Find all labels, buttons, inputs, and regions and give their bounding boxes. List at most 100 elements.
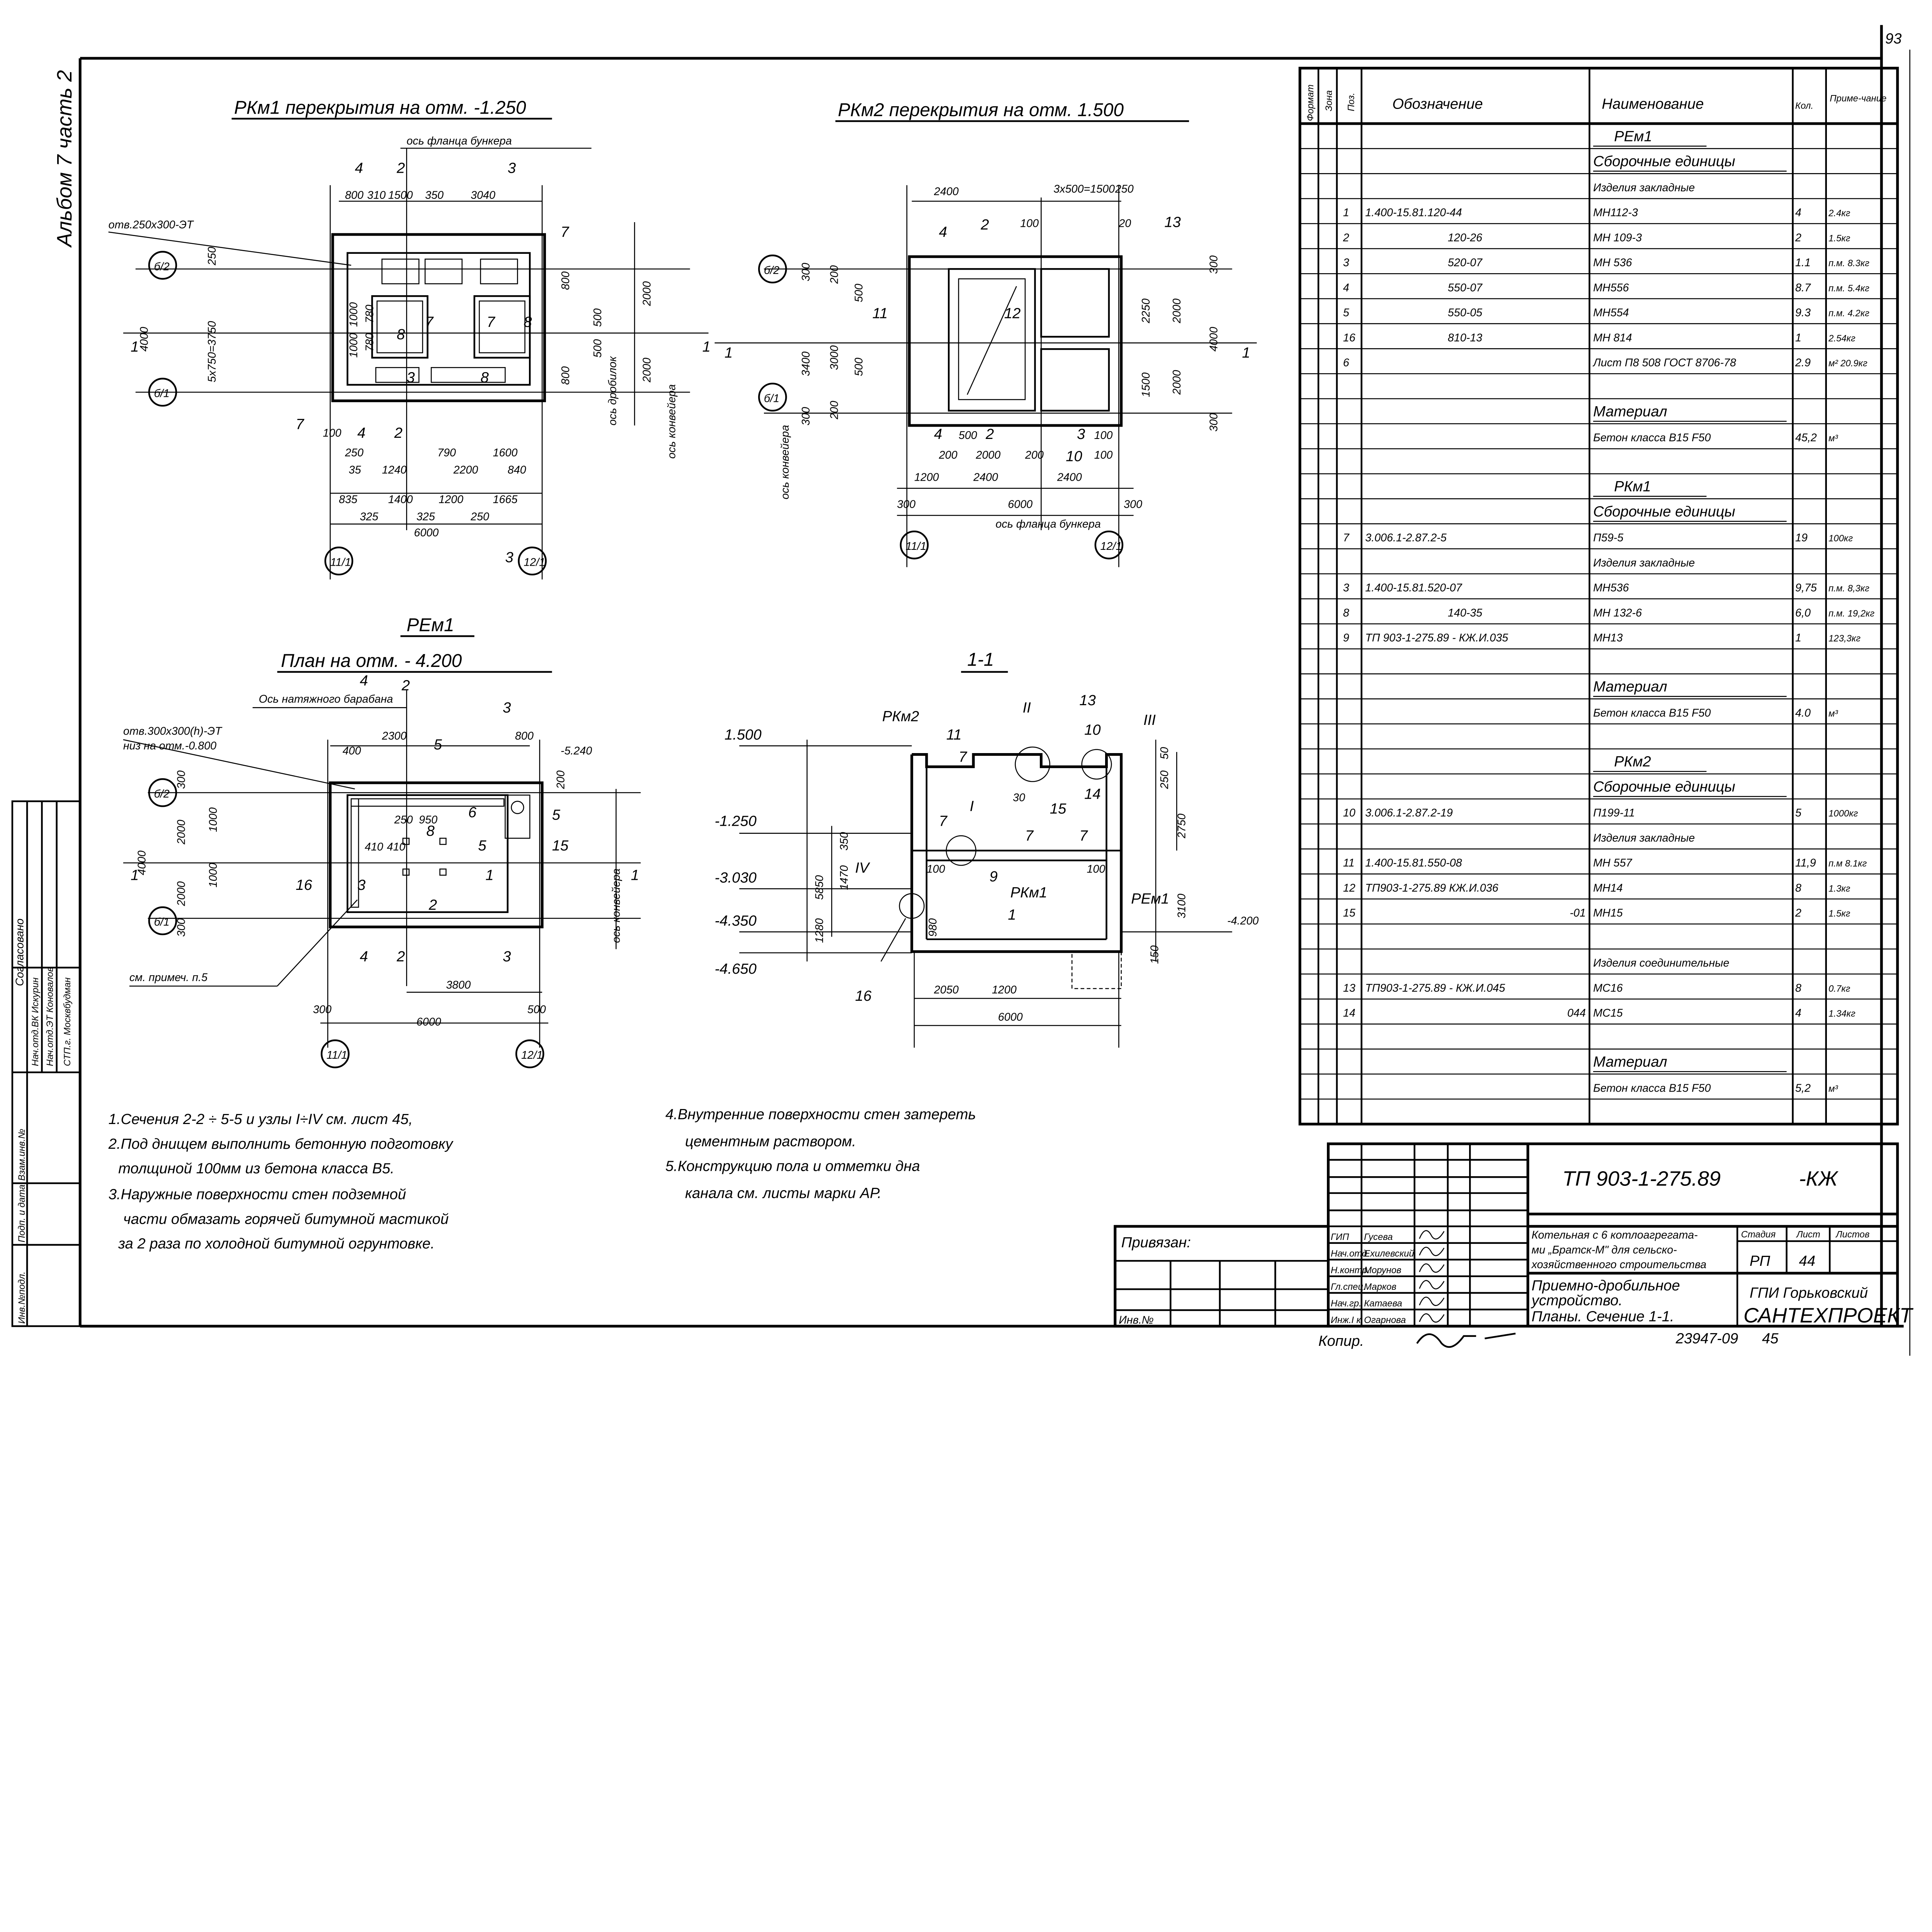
dimension-label: 500: [527, 1003, 546, 1016]
axis-label: б/2: [154, 788, 170, 800]
callout-label: 1: [631, 867, 639, 884]
dimension-label: 2000: [976, 449, 1001, 461]
cell-position: 14: [1343, 1007, 1355, 1019]
callout-label: IV: [855, 860, 871, 876]
cell-designation: -01: [1570, 907, 1585, 919]
cell-note: 1.5кг: [1828, 233, 1850, 243]
cell-name: МН 557: [1593, 857, 1632, 869]
cell-note: 1.5кг: [1828, 908, 1850, 919]
cell-name: Изделия соединительные: [1593, 957, 1729, 969]
signature-role: Нач.отд: [1331, 1248, 1367, 1259]
cell-note: м³: [1828, 1083, 1838, 1094]
cell-name: Бетон класса В15 F50: [1593, 432, 1711, 444]
level-mark: -4.350: [714, 913, 756, 929]
level-mark: -3.030: [714, 869, 756, 886]
callout-label: 16: [296, 877, 312, 893]
dimension-label: 2000: [1171, 299, 1183, 324]
table-row: Изделия закладные: [1300, 182, 1898, 199]
axis-label: 11/1: [906, 540, 927, 553]
cell-note: 1.34кг: [1828, 1009, 1855, 1019]
cell-position: 16: [1343, 332, 1355, 344]
callout-label: III: [1143, 712, 1156, 728]
signature-name: Катаева: [1364, 1298, 1402, 1309]
signature-role: Гл.спец.: [1331, 1282, 1366, 1292]
dimension-label: 100: [323, 427, 341, 439]
project-line: ми „Братск-М" для сельско-: [1532, 1244, 1677, 1256]
axis-bubble: [148, 251, 177, 280]
signature-name: Гусева: [1364, 1232, 1393, 1242]
cell-position: 5: [1343, 307, 1350, 319]
callout-label: 1: [1242, 345, 1250, 361]
callout-label: 4: [360, 948, 368, 965]
dimension-label: 200: [1025, 449, 1044, 461]
callout-label: 3: [406, 369, 415, 386]
dimension-label: 6000: [417, 1016, 441, 1028]
cell-designation: ТП903-1-275.89 - КЖ.И.045: [1365, 982, 1505, 994]
cell-note: п.м. 8.3кг: [1828, 258, 1869, 269]
table-row: РКм2: [1300, 753, 1898, 775]
dimension-label: 800: [560, 271, 572, 290]
cell-quantity: 1.1: [1795, 257, 1811, 269]
opening-label: отв.250х300-ЭТ: [109, 219, 194, 231]
callout-label: 6: [468, 804, 477, 821]
note-reference-label: см. примеч. п.5: [129, 971, 208, 984]
dimension-label: 1240: [382, 464, 407, 476]
callout-label: 2: [394, 425, 402, 441]
plan-rkm2: РКм2 перекрытия на отм. 1.500 ось фланца…: [714, 100, 1257, 567]
dimension-label: 800: [345, 189, 364, 201]
dimension-label: 200: [554, 770, 567, 789]
level-mark: 1.500: [724, 726, 762, 743]
dimension-label: 300: [175, 770, 187, 789]
section-1-1: 1-1: [739, 650, 1232, 1048]
dimension-label: 250: [1115, 183, 1134, 195]
plan-rkm1-title: РКм1 перекрытия на отм. -1.250: [234, 97, 526, 118]
axis-bubble: [148, 906, 177, 935]
cell-note: 1000кг: [1828, 808, 1858, 819]
callout-label: 11: [872, 305, 888, 322]
dimension-label: 2400: [934, 185, 959, 198]
cell-designation: ТП903-1-275.89 КЖ.И.036: [1365, 882, 1498, 894]
dimension-label: 20: [1118, 218, 1131, 230]
dimension-label: 6000: [1008, 498, 1032, 511]
archive-sheet: 45: [1762, 1330, 1779, 1347]
dimension-label: 30: [1013, 792, 1025, 804]
cell-designation: 1.400-15.81.550-08: [1365, 857, 1462, 869]
cell-name: МС16: [1593, 982, 1623, 994]
cell-designation: 550-05: [1448, 307, 1483, 319]
handwritten-signature: [1419, 1263, 1445, 1273]
dimension-label: 325: [360, 511, 379, 523]
axis-bubble: [148, 778, 177, 807]
archive-number: 23947-09: [1675, 1330, 1738, 1347]
signature-date-label: Подп. и дата: [17, 1185, 27, 1243]
dimension-label: 200: [828, 265, 840, 284]
dimension-label: 800: [560, 366, 572, 385]
cell-position: 10: [1343, 807, 1355, 819]
level-mark: -1.250: [714, 813, 756, 829]
cell-quantity: 19: [1795, 532, 1808, 544]
dimension-label: 300: [1208, 413, 1220, 432]
signature-name: Огарнова: [1364, 1315, 1406, 1325]
handwritten-signature: [1419, 1230, 1445, 1240]
cell-quantity: 9,75: [1795, 582, 1817, 594]
dimension-label: 2400: [973, 471, 998, 484]
cell-note: 2.4кг: [1828, 208, 1850, 219]
dimension-label: 300: [313, 1003, 332, 1016]
cell-quantity: 45,2: [1795, 432, 1817, 444]
cell-quantity: 9.3: [1795, 307, 1811, 319]
cell-name: Материал: [1593, 679, 1667, 695]
callout-label: РКм2: [882, 708, 919, 724]
callout-label: 2: [985, 426, 994, 442]
cell-designation: 1.400-15.81.120-44: [1365, 207, 1462, 219]
conveyor-axis-label: ось конвейера: [665, 384, 678, 459]
cell-designation: 1.400-15.81.520-07: [1365, 582, 1462, 594]
callout-label: 7: [959, 749, 968, 765]
sheet-corner-number: 93: [1885, 31, 1902, 47]
signature-role: Н.контр.: [1331, 1265, 1370, 1276]
cell-note: 100кг: [1828, 533, 1853, 544]
note-line: толщиной 100мм из бетона класса В5.: [118, 1160, 395, 1177]
